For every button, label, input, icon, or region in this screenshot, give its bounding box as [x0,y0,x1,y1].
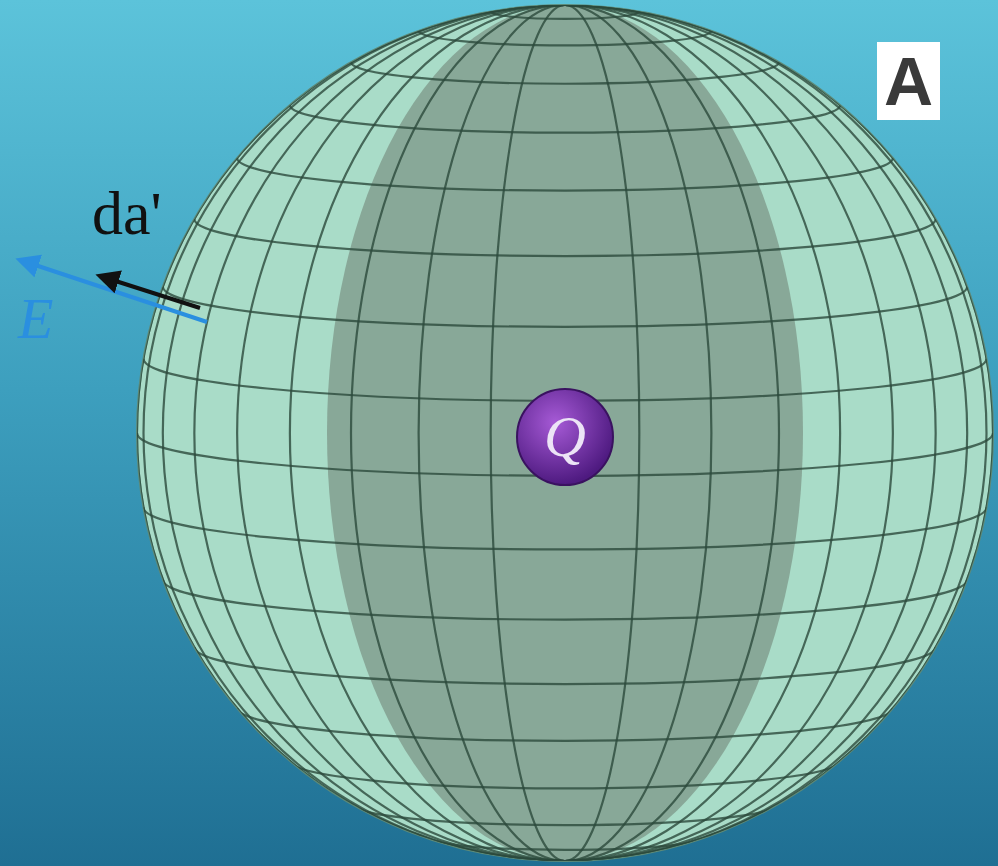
parallel-line [163,579,967,619]
parallel-line [194,219,935,256]
charge-fill [517,389,613,485]
parallel-line [290,105,840,133]
parallel-line [419,835,712,850]
sphere-grid [137,5,993,862]
parallel-line [237,158,893,191]
parallel-line [491,12,640,19]
area-vector [100,276,200,308]
parallel-line [351,62,779,83]
parallel-line [419,31,712,46]
meridian-line [144,5,987,861]
area-element-label: da' [92,182,162,244]
meridian-line [237,5,893,861]
parallel-line [194,647,935,684]
node-text: Q [544,408,586,466]
node-text: A [884,47,933,115]
parallel-line [351,804,779,825]
sphere-surface [137,5,993,861]
meridian-line [137,5,993,861]
meridian-line [194,5,935,861]
parallel-line [290,761,840,789]
meridian-line [290,5,840,861]
field-label: E [18,290,53,348]
parallel-line [144,507,987,549]
meridian-line [163,5,967,861]
parallel-line [237,708,893,741]
parallel-line [163,287,967,327]
charge-circle: Q [515,387,615,487]
parallel-line [491,854,640,861]
label-box: A [877,42,940,120]
